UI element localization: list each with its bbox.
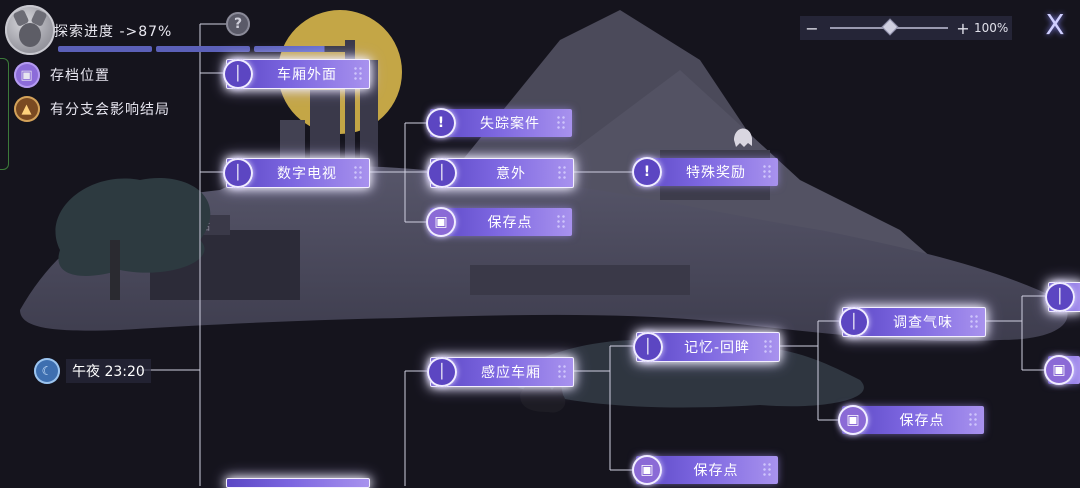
legend-item-branch: ▲ 有分支会影响结局 (14, 96, 170, 122)
node-baocun-3[interactable]: ▣ 保存点 (632, 455, 778, 485)
node-label: 失踪案件 (480, 116, 540, 132)
info-icon: │ (633, 332, 663, 362)
alert-icon: ! (426, 108, 456, 138)
close-button[interactable]: X (1045, 8, 1065, 41)
node-shuzi-dianshi[interactable]: │ 数字电视 (223, 158, 370, 188)
node-label: 车厢外面 (277, 67, 337, 83)
node-chexiang-waimian[interactable]: │ 车厢外面 (223, 59, 370, 89)
dots-decoration (969, 314, 979, 330)
avatar-face (19, 23, 41, 47)
info-icon: │ (427, 357, 457, 387)
node-jiyi-huimou[interactable]: │ 记忆-回眸 (633, 332, 780, 362)
node-offscreen-right-2[interactable]: ▣ (1044, 355, 1080, 385)
save-icon: ▣ (632, 455, 662, 485)
node-label: 保存点 (899, 413, 945, 429)
night-icon: ☾ (34, 358, 60, 384)
legend-label: 存档位置 (50, 68, 110, 84)
legend-frame (0, 58, 9, 170)
ghost-figure (734, 128, 752, 147)
cat-silhouette (520, 380, 566, 413)
tree (55, 178, 211, 276)
save-icon: ▣ (1044, 355, 1074, 385)
exploration-progress-label: 探索进度 ->87% (54, 24, 173, 40)
branch-icon: ▲ (14, 96, 40, 122)
timeline-time-node[interactable]: ☾ 午夜 23:20 (34, 358, 151, 384)
zoom-percent: 100% (974, 21, 1009, 35)
node-label: 意外 (496, 166, 526, 182)
dots-decoration (762, 164, 772, 180)
info-icon: │ (223, 59, 253, 89)
save-icon: ▣ (14, 62, 40, 88)
node-shizong-anjian[interactable]: ! 失踪案件 (426, 108, 572, 138)
zoom-out-button[interactable]: − (805, 18, 819, 38)
zoom-control: − + 100% (800, 16, 1012, 40)
progress-segment (156, 46, 250, 52)
node-ganying-chexiang[interactable]: │ 感应车厢 (427, 357, 574, 387)
node-yiwai[interactable]: │ 意外 (427, 158, 574, 188)
info-icon: │ (223, 158, 253, 188)
node-label: 保存点 (693, 463, 739, 479)
exploration-progress-bar (58, 46, 348, 52)
node-label: 保存点 (487, 215, 533, 231)
zoom-slider-thumb[interactable] (881, 18, 899, 36)
dots-decoration (353, 165, 363, 181)
node-baocun-2[interactable]: ▣ 保存点 (838, 405, 984, 435)
zoom-slider[interactable] (830, 18, 948, 36)
dots-decoration (556, 115, 566, 131)
time-label: 午夜 23:20 (66, 359, 151, 383)
save-icon: ▣ (838, 405, 868, 435)
node-offscreen-right-1[interactable]: │ (1045, 282, 1080, 312)
dots-decoration (556, 214, 566, 230)
save-icon: ▣ (426, 207, 456, 237)
player-avatar[interactable] (5, 5, 55, 55)
alert-icon: ! (632, 157, 662, 187)
zoom-in-button[interactable]: + (956, 18, 970, 38)
legend-item-save: ▣ 存档位置 (14, 62, 110, 88)
info-icon: │ (1045, 282, 1075, 312)
node-baocun-1[interactable]: ▣ 保存点 (426, 207, 572, 237)
node-label: 特殊奖励 (686, 165, 746, 181)
info-icon: │ (427, 158, 457, 188)
dots-decoration (968, 412, 978, 428)
legend-label: 有分支会影响结局 (50, 102, 170, 118)
info-icon: │ (839, 307, 869, 337)
node-label: 数字电视 (277, 166, 337, 182)
unknown-node[interactable]: ? (226, 12, 250, 36)
dots-decoration (763, 339, 773, 355)
progress-segment (254, 46, 348, 52)
node-teshu-jiangli[interactable]: ! 特殊奖励 (632, 157, 778, 187)
node-label: 记忆-回眸 (683, 340, 751, 356)
node-label: 感应车厢 (481, 365, 541, 381)
node-diaocha-qiwei[interactable]: │ 调查气味 (839, 307, 986, 337)
dots-decoration (557, 165, 567, 181)
node-offscreen-bottom[interactable] (226, 478, 370, 488)
node-label: 调查气味 (893, 315, 953, 331)
dots-decoration (557, 364, 567, 380)
dots-decoration (762, 462, 772, 478)
progress-segment (58, 46, 152, 52)
dots-decoration (353, 66, 363, 82)
